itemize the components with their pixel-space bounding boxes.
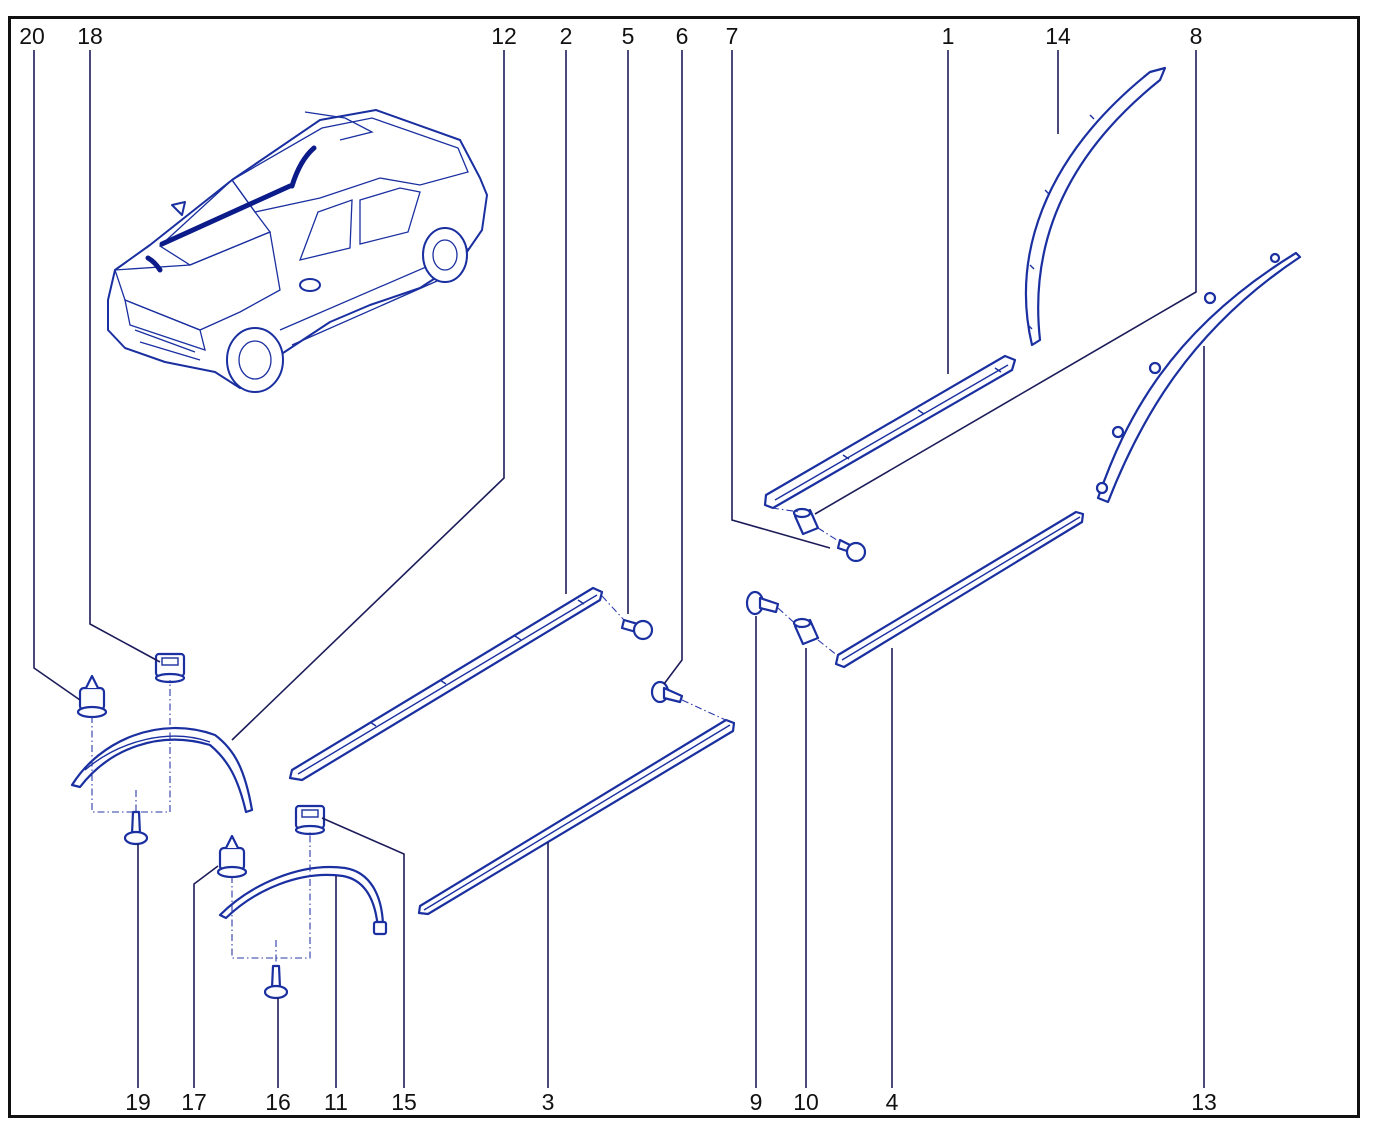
callout-1: 1 [942,23,955,49]
callout-6: 6 [676,23,689,49]
callout-15: 15 [391,1089,417,1115]
part-13-arch-molding [1095,251,1302,504]
part-11-wheel-arch [218,865,388,936]
screw-16 [263,964,289,1000]
screw-6 [650,680,684,704]
callout-16: 16 [265,1089,291,1115]
clip-18 [154,652,186,684]
callout-11: 11 [324,1089,348,1115]
callout-17: 17 [181,1089,207,1115]
clip-20 [76,674,108,719]
callout-7: 7 [726,23,739,49]
callout-5: 5 [622,23,635,49]
callout-2: 2 [560,23,573,49]
clip-17 [216,834,248,879]
screw-5 [620,618,654,641]
callout-14: 14 [1045,23,1071,49]
callout-10: 10 [793,1089,819,1115]
part-12-wheel-arch [70,726,254,814]
part-1-molding [763,354,1017,510]
part-14-arch-molding [1024,66,1167,347]
callout-18: 18 [77,23,103,49]
spacer-10 [792,617,820,646]
callout-12: 12 [491,23,517,49]
callout-4: 4 [886,1089,899,1115]
screw-9 [745,590,780,616]
callout-labels-bottom: 19 17 16 11 15 3 9 10 4 13 [125,1089,1217,1115]
callout-labels-top: 20 18 12 2 5 6 7 1 14 8 [19,23,1202,49]
callout-13: 13 [1191,1089,1217,1115]
assembly-lines [91,507,841,962]
callout-9: 9 [750,1089,763,1115]
callout-19: 19 [125,1089,151,1115]
leader-lines [33,50,1205,1088]
clip-15 [294,804,326,836]
callout-3: 3 [542,1089,555,1115]
part-4-molding [834,510,1085,669]
car-illustration [107,109,488,393]
screw-7 [836,538,867,563]
screw-19 [123,810,149,846]
spacer-8 [792,507,820,536]
part-2-molding [288,586,604,782]
callout-8: 8 [1190,23,1203,49]
part-3-molding [417,718,736,916]
callout-20: 20 [19,23,45,49]
